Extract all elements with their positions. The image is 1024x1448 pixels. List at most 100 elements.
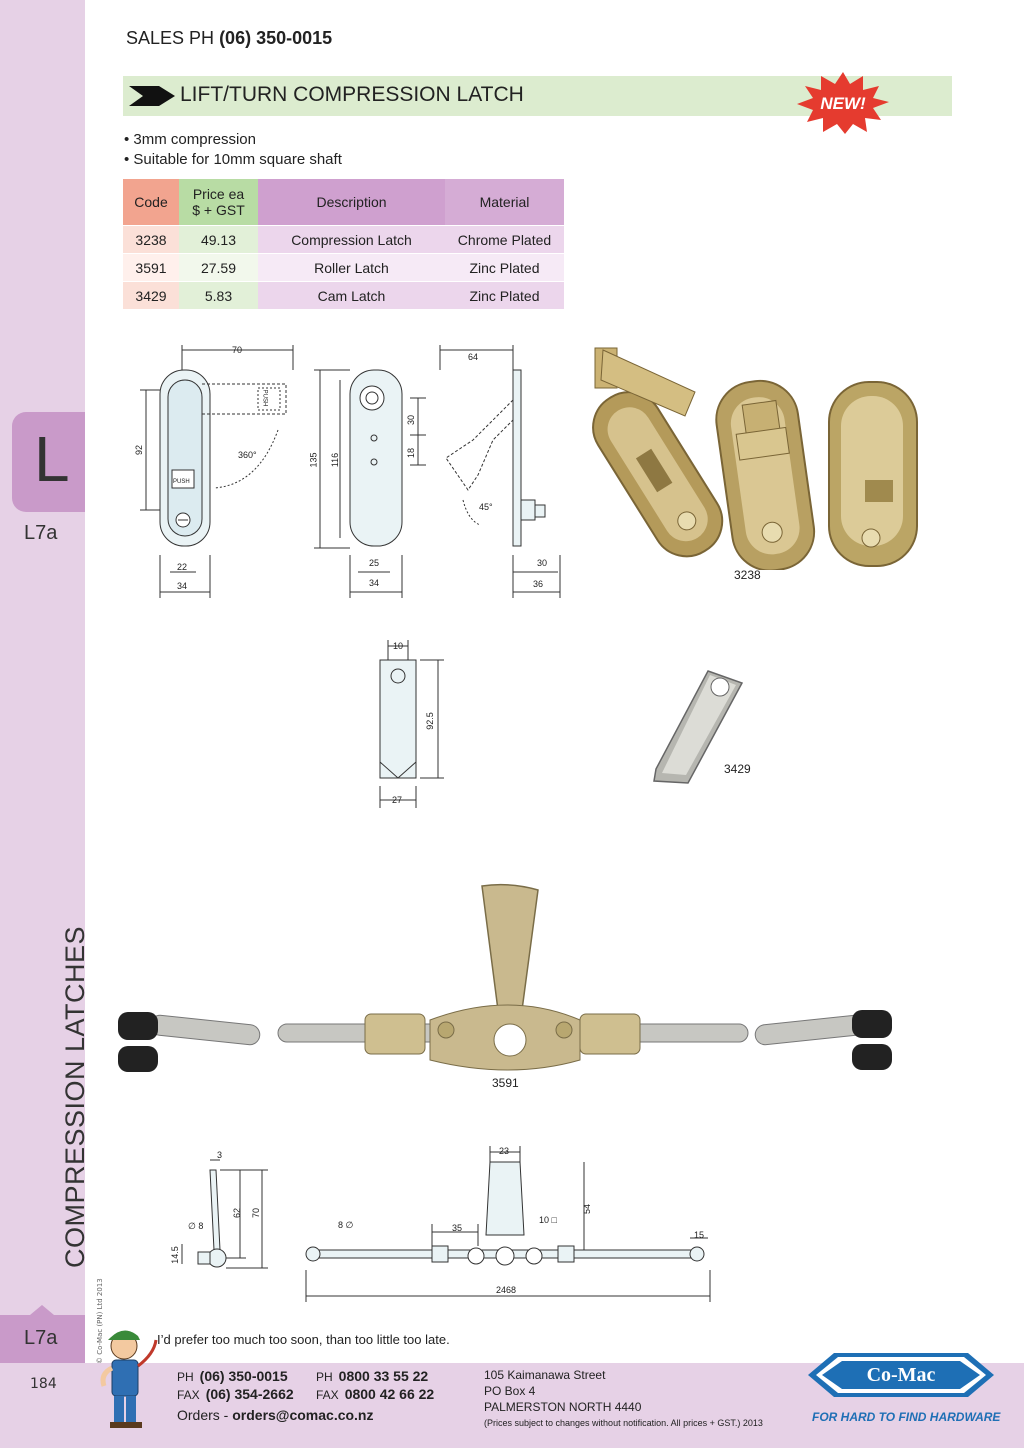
cam-technical-drawing — [379, 640, 444, 808]
section-tab[interactable]: L — [12, 412, 85, 512]
cam-dim-10: 10 — [393, 641, 404, 651]
cell-code: 3591 — [123, 253, 179, 282]
roller-dim-10sq: 10 □ — [539, 1215, 557, 1225]
page-code-bottom: L7a — [24, 1327, 58, 1349]
header-price: Price ea$ + GST — [179, 179, 258, 226]
table-row: 3429 5.83 Cam Latch Zinc Plated — [123, 281, 564, 309]
mascot-illustration — [100, 1330, 158, 1428]
dim-18: 18 — [406, 447, 417, 459]
cell-description: Cam Latch — [258, 281, 445, 309]
product-photo-3591 — [118, 883, 892, 1072]
push-label: PUSH — [261, 389, 268, 407]
header-price-line2: $ + GST — [192, 202, 245, 218]
dim-116: 116 — [330, 452, 341, 468]
footer-tagline: FOR HARD TO FIND HARDWARE — [812, 1410, 1001, 1424]
cam-dim-92-5: 92.5 — [424, 712, 435, 730]
footer-quote: I’d prefer too much too soon, than too l… — [157, 1332, 450, 1347]
roller-dim-35: 35 — [452, 1223, 463, 1233]
logo-text: Co-Mac — [867, 1364, 936, 1386]
dim-25: 25 — [369, 558, 380, 568]
dim-34: 34 — [369, 578, 380, 588]
roller-dim-54: 54 — [582, 1203, 593, 1215]
cell-code: 3429 — [123, 281, 179, 309]
push-label: PUSH — [173, 479, 190, 485]
roller-dim-d8: ∅ 8 — [188, 1221, 204, 1231]
price-note: (Prices subject to changes without notif… — [484, 1418, 763, 1428]
cell-description: Roller Latch — [258, 253, 445, 282]
roller-dim-14-5: 14.5 — [169, 1246, 180, 1264]
roller-latch-technical-drawing — [181, 1146, 711, 1302]
cell-material: Chrome Plated — [445, 225, 564, 254]
cell-price: 5.83 — [179, 281, 258, 309]
sales-phone-line: SALES PH (06) 350-0015 — [126, 28, 332, 49]
dim-45: 45° — [479, 502, 493, 512]
roller-dim-62: 62 — [232, 1207, 243, 1219]
dim-36: 36 — [533, 579, 544, 589]
product-photo-3429 — [653, 670, 744, 784]
section-tab-letter: L — [34, 423, 70, 495]
footer-address: 105 Kaimanawa Street PO Box 4 PALMERSTON… — [484, 1367, 763, 1431]
footer-freefax: FAX 0800 42 66 22 — [316, 1386, 434, 1402]
dim-22: 22 — [177, 562, 188, 572]
footer-freephone: PH 0800 33 55 22 — [316, 1368, 428, 1384]
cell-code: 3238 — [123, 225, 179, 254]
photo-label-3238: 3238 — [734, 568, 761, 582]
roller-dim-15: 15 — [694, 1230, 705, 1240]
photo-label-3591: 3591 — [492, 1076, 519, 1090]
table-row: 3591 27.59 Roller Latch Zinc Plated — [123, 253, 564, 282]
new-badge-text: NEW! — [820, 94, 866, 113]
photo-label-3429: 3429 — [724, 762, 751, 776]
address-line: PALMERSTON NORTH 4440 — [484, 1400, 642, 1414]
footer-phone-label: PH — [177, 1370, 194, 1384]
comac-logo[interactable]: Co-Mac — [808, 1343, 994, 1407]
footer-freefax-number: 0800 42 66 22 — [344, 1386, 435, 1402]
header-material: Material — [445, 179, 564, 226]
footer-fax-number: (06) 354-2662 — [205, 1386, 294, 1402]
cell-material: Zinc Plated — [445, 281, 564, 309]
footer-freephone-label: PH — [316, 1370, 333, 1384]
feature-item: Suitable for 10mm square shaft — [124, 150, 341, 170]
footer-orders: Orders - orders@comac.co.nz — [177, 1407, 374, 1423]
feature-item: 3mm compression — [124, 130, 342, 150]
sales-phone[interactable]: (06) 350-0015 — [219, 28, 333, 48]
cam-dim-27: 27 — [392, 795, 403, 805]
dim-30: 30 — [537, 558, 548, 568]
dim-135: 135 — [308, 452, 319, 468]
roller-dim-2468: 2468 — [496, 1285, 517, 1295]
dim-360: 360° — [238, 450, 257, 460]
cell-price: 27.59 — [179, 253, 258, 282]
product-photo-3238 — [592, 347, 918, 570]
header-price-line1: Price ea — [192, 186, 245, 202]
roller-dim-70: 70 — [251, 1207, 262, 1219]
dim-34: 34 — [177, 581, 188, 591]
header-description: Description — [258, 179, 445, 226]
table-header-row: Code Price ea$ + GST Description Materia… — [123, 179, 564, 226]
cell-price: 49.13 — [179, 225, 258, 254]
dim-92: 92 — [134, 444, 145, 456]
header-code: Code — [123, 179, 179, 226]
arrow-icon — [129, 86, 175, 106]
footer-phone: PH (06) 350-0015 — [177, 1368, 288, 1384]
page-code-tab[interactable]: L7a — [0, 1305, 85, 1363]
sidebar — [0, 0, 85, 1448]
footer-orders-label: Orders - — [177, 1407, 229, 1423]
footer-freephone-number[interactable]: 0800 33 55 22 — [338, 1368, 429, 1384]
cell-description: Compression Latch — [258, 225, 445, 254]
address-line: PO Box 4 — [484, 1384, 536, 1398]
address-line: 105 Kaimanawa Street — [484, 1368, 606, 1382]
roller-dim-8d: 8 ∅ — [338, 1220, 354, 1230]
latch-technical-drawing — [140, 345, 561, 598]
sales-prefix: SALES PH — [126, 28, 215, 48]
footer-orders-email[interactable]: orders@comac.co.nz — [232, 1407, 374, 1423]
dim-30: 30 — [406, 414, 417, 426]
dim-64: 64 — [468, 352, 479, 362]
footer-phone-number[interactable]: (06) 350-0015 — [199, 1368, 288, 1384]
section-title: COMPRESSION LATCHES — [60, 925, 90, 1268]
feature-list: 3mm compression Suitable for 10mm square… — [124, 130, 342, 170]
table-row: 3238 49.13 Compression Latch Chrome Plat… — [123, 225, 564, 254]
dim-70: 70 — [232, 345, 243, 355]
roller-dim-23: 23 — [499, 1146, 510, 1156]
footer-freefax-label: FAX — [316, 1388, 339, 1402]
footer-fax-label: FAX — [177, 1388, 200, 1402]
page-code-top: L7a — [24, 522, 58, 544]
